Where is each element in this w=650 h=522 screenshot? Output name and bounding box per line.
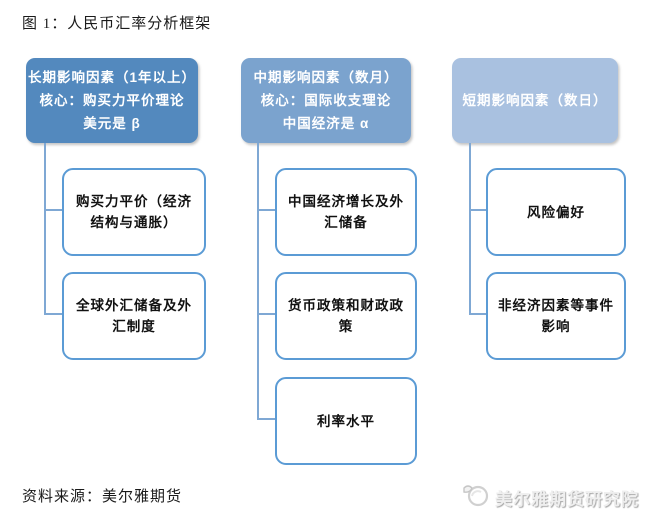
- connector-line: [470, 313, 486, 315]
- company-watermark: 美尔雅期货研究院: [460, 482, 639, 513]
- header-box-long-term: 长期影响因素（1年以上） 核心：购买力平价理论 美元是 β: [26, 58, 198, 143]
- figure-title: 图 1：人民币汇率分析框架: [22, 16, 212, 32]
- box-global-fx-reserves: 全球外汇储备及外 汇制度: [62, 272, 206, 360]
- connector-line: [470, 209, 486, 211]
- connector-line: [257, 143, 259, 420]
- box-purchasing-power-parity: 购买力平价（经济 结构与通胀）: [62, 168, 206, 256]
- connector-line: [258, 418, 275, 420]
- company-logo-icon: [460, 482, 490, 513]
- box-china-growth-fx-reserves: 中国经济增长及外 汇储备: [275, 168, 417, 256]
- connector-line: [469, 143, 471, 315]
- box-interest-rate-level: 利率水平: [275, 377, 417, 465]
- connector-line: [45, 313, 62, 315]
- box-monetary-fiscal-policy: 货币政策和财政政 策: [275, 272, 417, 360]
- connector-line: [44, 143, 46, 315]
- box-risk-appetite: 风险偏好: [486, 168, 626, 256]
- source-note: 资料来源：美尔雅期货: [22, 489, 183, 505]
- box-non-economic-events: 非经济因素等事件 影响: [486, 272, 626, 360]
- connector-line: [258, 313, 275, 315]
- header-box-mid-term: 中期影响因素（数月） 核心：国际收支理论 中国经济是 α: [241, 58, 411, 143]
- connector-line: [258, 209, 275, 211]
- company-watermark-label: 美尔雅期货研究院: [495, 490, 639, 509]
- connector-line: [45, 209, 62, 211]
- header-box-short-term: 短期影响因素（数日）: [452, 58, 618, 143]
